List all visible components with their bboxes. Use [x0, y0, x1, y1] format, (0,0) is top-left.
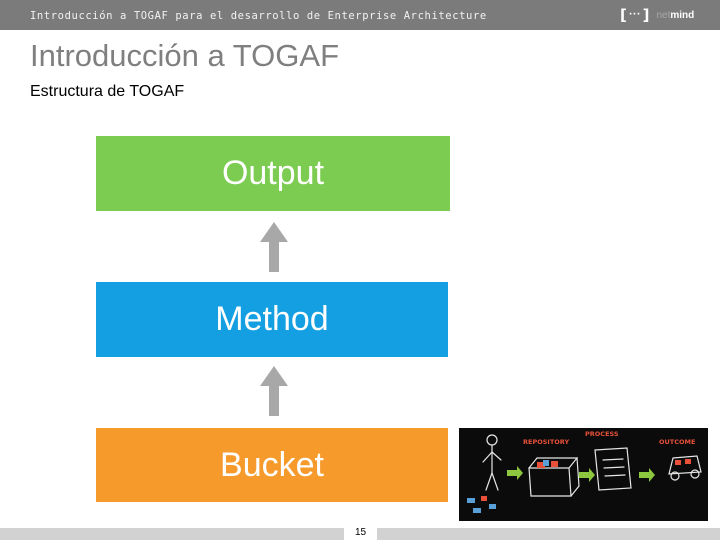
logo-bracket-right: ]: [642, 6, 650, 24]
process-label: PROCESS: [585, 430, 619, 438]
up-arrow-icon: [260, 222, 288, 272]
slide-subtitle: Estructura de TOGAF: [30, 83, 185, 100]
outcome-label: OUTCOME: [659, 438, 695, 446]
bucket-block: Bucket: [96, 428, 448, 502]
header-bar: Introducción a TOGAF para el desarrollo …: [0, 0, 720, 30]
logo-net-text: net: [656, 9, 671, 21]
chalkboard-illustration: REPOSITORY OUTCOME PROCESS: [459, 428, 708, 521]
slide-title: Introducción a TOGAF: [30, 38, 340, 73]
logo-dots: ···: [628, 10, 641, 20]
method-block: Method: [96, 282, 448, 357]
course-title: Introducción a TOGAF para el desarrollo …: [30, 10, 487, 22]
chalkboard-drawing: REPOSITORY OUTCOME PROCESS: [467, 430, 702, 513]
page-number: 15: [344, 524, 377, 540]
up-arrow-icon: [260, 366, 288, 416]
repository-label: REPOSITORY: [523, 438, 569, 446]
netmind-logo: [ ··· ] net mind: [620, 6, 694, 24]
output-block: Output: [96, 136, 450, 211]
logo-mind-text: mind: [670, 9, 695, 21]
logo-bracket-left: [: [620, 6, 627, 24]
